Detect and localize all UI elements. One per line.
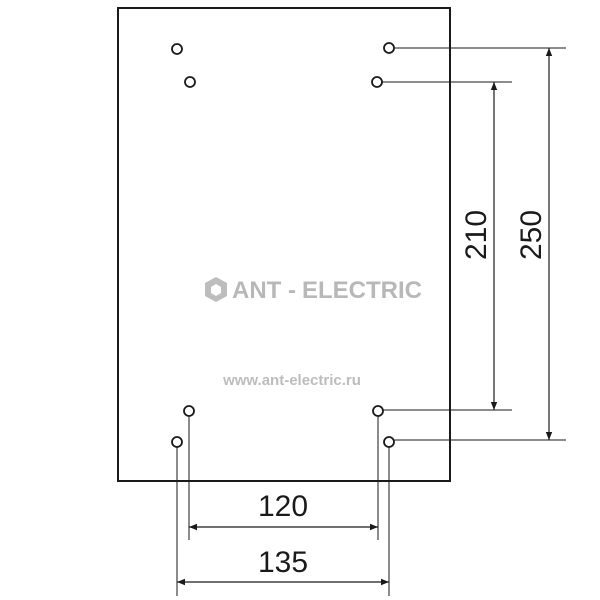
brand-right: ELECTRIC xyxy=(302,277,422,304)
dimension-lines xyxy=(177,48,553,586)
brand-left: ANT xyxy=(232,277,282,304)
hole xyxy=(171,43,183,55)
hole xyxy=(383,42,395,54)
hole xyxy=(372,405,384,417)
panel-outline xyxy=(117,7,451,482)
hole xyxy=(184,76,196,88)
hole xyxy=(183,405,195,417)
dim-label-250: 250 xyxy=(515,210,548,260)
watermark-url: www.ant-electric.ru xyxy=(222,372,361,389)
hole xyxy=(371,76,383,88)
watermark: ANT - ELECTRIC www.ant-electric.ru xyxy=(205,277,422,389)
brand-sep: - xyxy=(288,277,296,304)
dim-label-120: 120 xyxy=(258,490,308,523)
extension-lines xyxy=(176,47,566,596)
hole xyxy=(171,436,183,448)
dim-label-135: 135 xyxy=(258,546,308,579)
dim-label-210: 210 xyxy=(460,210,493,260)
hole xyxy=(383,436,395,448)
brand-cube-icon xyxy=(205,277,227,302)
